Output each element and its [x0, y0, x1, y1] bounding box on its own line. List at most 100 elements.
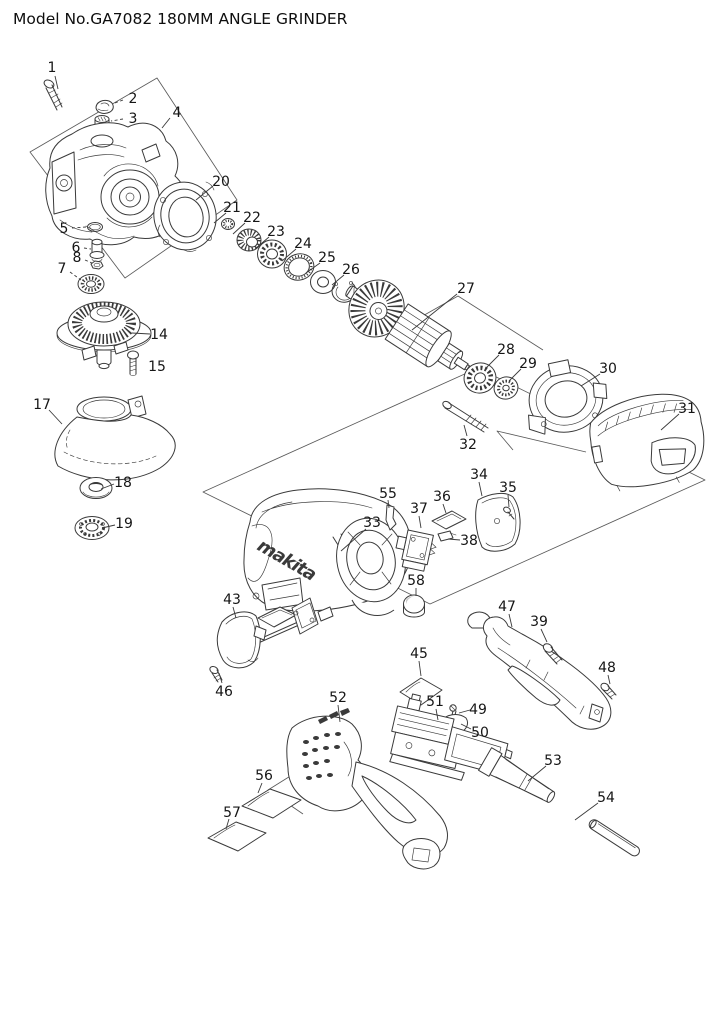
- part-7-ball-bearing: [77, 274, 105, 294]
- callout-leader-24: [281, 248, 297, 262]
- callout-leader-36: [442, 503, 447, 514]
- part-24-rubber-ring: [283, 253, 315, 281]
- callout-label-20: 20: [212, 174, 230, 190]
- part-19-lock-nut: [74, 516, 110, 540]
- callout-label-4: 4: [173, 105, 182, 121]
- callout-label-48: 48: [598, 660, 616, 676]
- group-outline-segment: [496, 430, 587, 453]
- callout-leader-14: [131, 332, 151, 335]
- callout-label-3: 3: [129, 111, 138, 127]
- part-25-flat-washer: [310, 270, 336, 294]
- part-14-spiral-bevel-gear: [56, 301, 152, 370]
- callout-label-24: 24: [294, 236, 312, 252]
- callout-leader-43: [232, 606, 237, 619]
- callout-leader-45: [418, 660, 422, 677]
- part-17-wheel-guard: [54, 395, 176, 481]
- part-28-ball-bearing: [463, 362, 497, 394]
- callout-leader-6: [83, 247, 92, 250]
- part-15-hex-bolt: [127, 350, 139, 376]
- callout-leader-32: [463, 424, 468, 437]
- part-43-brush-cover: [216, 611, 267, 669]
- part-35-screw: [503, 506, 515, 520]
- callout-leader-53: [527, 765, 547, 782]
- callout-leader-46: [218, 672, 223, 684]
- part-47-handle-cover-right: [467, 611, 612, 730]
- group-outline-gear-housing: [29, 77, 238, 279]
- callout-label-51: 51: [426, 694, 444, 710]
- callout-leader-8: [84, 259, 93, 264]
- callout-leader-21: [213, 212, 227, 224]
- callout-leader-56: [257, 782, 263, 794]
- callout-label-28: 28: [497, 342, 515, 358]
- callout-label-30: 30: [599, 361, 617, 377]
- part-21-flat-washer: [221, 218, 235, 230]
- part-38-carbon-brush: [437, 530, 457, 542]
- callout-label-50: 50: [471, 725, 489, 741]
- part-56-name-plate: [241, 788, 302, 819]
- callout-leader-29: [508, 368, 522, 382]
- callout-label-14: 14: [150, 327, 168, 343]
- callout-label-47: 47: [498, 599, 516, 615]
- part-6-pin: [89, 238, 105, 262]
- callout-label-52: 52: [329, 690, 347, 706]
- callout-leader-19: [101, 524, 116, 529]
- part-18-inner-flange: [79, 477, 113, 499]
- callout-label-8: 8: [73, 250, 82, 266]
- part-46-screw: [209, 665, 223, 683]
- grip-dimples: [302, 732, 341, 780]
- part-48-screw: [600, 682, 617, 700]
- callout-label-23: 23: [267, 224, 285, 240]
- callout-leader-52: [337, 704, 341, 723]
- callout-label-38: 38: [460, 533, 478, 549]
- group-outline-armature: [411, 295, 544, 351]
- callout-leader-51: [435, 708, 439, 721]
- part-5-o-ring: [87, 222, 103, 232]
- callout-label-45: 45: [410, 646, 428, 662]
- part-53-cord-guard: [478, 747, 556, 803]
- part-29-washer: [493, 376, 519, 400]
- part-8-nut: [90, 260, 104, 270]
- part-27-armature: [345, 279, 474, 374]
- callout-label-34: 34: [470, 467, 488, 483]
- page-title: Model No.GA7082 180MM ANGLE GRINDER: [13, 10, 348, 28]
- callout-label-53: 53: [544, 753, 562, 769]
- callout-leader-47: [508, 613, 513, 628]
- callout-label-37: 37: [410, 501, 428, 517]
- callout-leader-28: [485, 354, 500, 369]
- parts-layer: makita: [43, 79, 705, 870]
- callout-leader-50: [460, 723, 472, 730]
- callout-leader-38: [447, 538, 461, 541]
- part-55-strip: [385, 504, 397, 531]
- part-57-caution-label: [207, 821, 267, 852]
- part-20-bearing-box-cover: [153, 181, 217, 252]
- callout-leader-23: [254, 236, 270, 250]
- callout-leader-26: [331, 274, 345, 286]
- callout-label-21: 21: [223, 200, 241, 216]
- callout-leader-57: [225, 818, 230, 830]
- callout-label-17: 17: [33, 397, 51, 413]
- callout-label-49: 49: [469, 702, 487, 718]
- callout-label-2: 2: [129, 91, 138, 107]
- part-58-pin-cap: [403, 594, 425, 618]
- callout-label-26: 26: [342, 262, 360, 278]
- part-51-switch: [389, 693, 513, 781]
- part-39-screw: [542, 643, 563, 665]
- callout-leader-55: [387, 499, 390, 509]
- part-22-spiral-bevel-gear: [236, 228, 262, 252]
- callout-label-54: 54: [597, 790, 615, 806]
- callout-leader-49: [458, 709, 471, 714]
- callout-leader-25: [305, 262, 321, 274]
- callout-leader-34: [478, 481, 483, 497]
- callout-leader-2: [111, 99, 124, 105]
- callout-leader-37: [418, 515, 422, 529]
- callout-label-43: 43: [223, 592, 241, 608]
- callout-label-6: 6: [72, 240, 81, 256]
- callout-label-39: 39: [530, 614, 548, 630]
- callout-leader-4: [161, 117, 171, 129]
- callout-label-33: 33: [363, 515, 381, 531]
- part-2-lock-cam: [95, 99, 114, 114]
- callout-label-22: 22: [243, 210, 261, 226]
- callout-label-25: 25: [318, 250, 336, 266]
